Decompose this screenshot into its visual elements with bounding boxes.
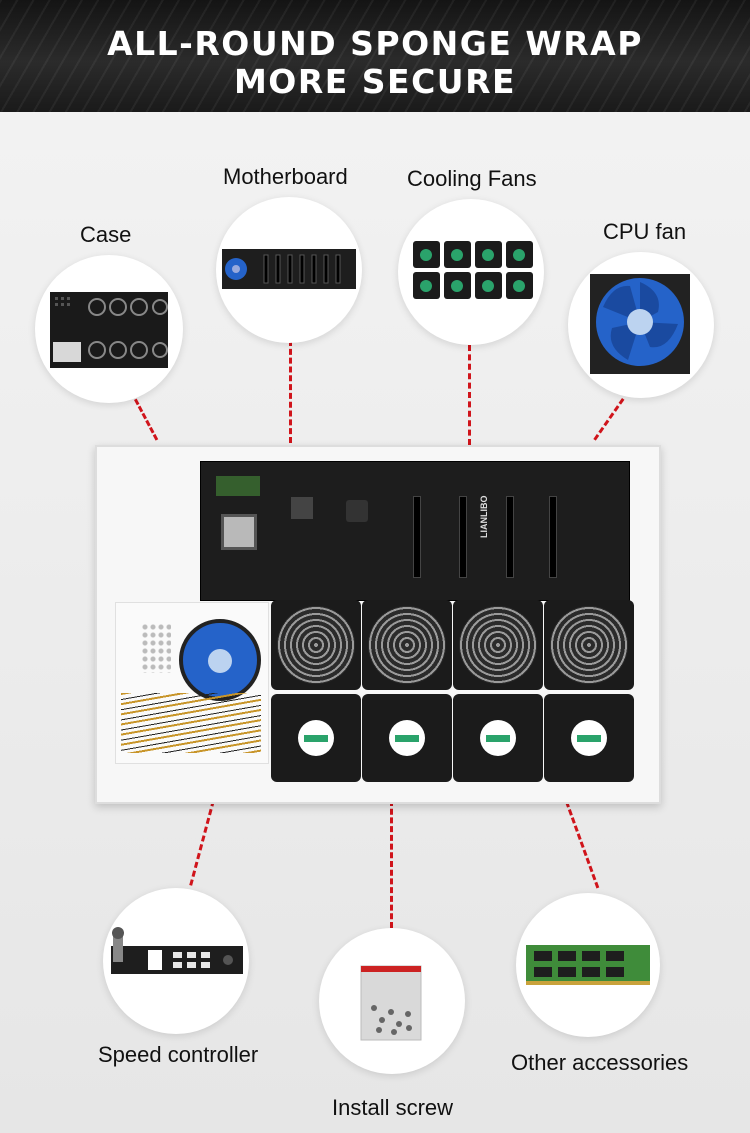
label-case: Case	[80, 222, 132, 247]
screws	[141, 623, 171, 673]
other-accessories-image	[516, 893, 660, 1037]
board-brand: LIANLIBO	[479, 495, 489, 539]
pcie-slot	[413, 496, 421, 578]
header-banner: ALL-ROUND SPONGE WRAP MORE SECURE	[0, 0, 750, 112]
label-cpu-fan: CPU fan	[603, 219, 687, 244]
fan-grill	[271, 600, 361, 690]
connector-motherboard	[289, 340, 292, 443]
install-screw-image	[319, 928, 465, 1074]
label-other-accessories: Other accessories	[511, 1050, 689, 1075]
speed-controller-image	[103, 888, 249, 1034]
headline-line-1: ALL-ROUND SPONGE WRAP	[107, 24, 643, 63]
ram-module-illustration	[526, 945, 650, 985]
fan-grill	[453, 600, 543, 690]
cooling-fans-image	[398, 199, 544, 345]
cpu-fan-illustration	[590, 274, 690, 374]
case-illustration	[50, 292, 168, 368]
motherboard: LIANLIBO	[200, 461, 630, 601]
connector-cooling-fans	[468, 345, 471, 445]
cooling-fans-illustration	[413, 241, 533, 299]
chipset	[291, 497, 313, 519]
pcie-slot	[506, 496, 514, 578]
label-motherboard: Motherboard	[223, 164, 348, 189]
label-speed-controller: Speed controller	[98, 1042, 259, 1067]
connector-install-screw	[390, 800, 393, 928]
pcie-slot	[459, 496, 467, 578]
fan	[453, 694, 543, 782]
speed-controller-illustration	[111, 927, 243, 974]
fan-grill	[362, 600, 452, 690]
accessory-compartment	[115, 602, 269, 764]
cpu-socket	[221, 514, 257, 550]
fan	[362, 694, 452, 782]
fan-grill	[544, 600, 634, 690]
install-screw-illustration	[360, 965, 422, 1041]
heatsink	[346, 500, 368, 522]
headline-line-2: MORE SECURE	[233, 62, 517, 101]
pcie-slot	[549, 496, 557, 578]
case-image	[35, 255, 183, 403]
motherboard-illustration	[222, 249, 356, 289]
label-cooling-fans: Cooling Fans	[407, 166, 537, 191]
motherboard-image	[216, 197, 362, 343]
ram-stick	[216, 476, 260, 496]
cpu-fan-hub	[208, 649, 232, 673]
fan	[544, 694, 634, 782]
fan	[271, 694, 361, 782]
cables	[121, 693, 261, 753]
label-install-screw: Install screw	[332, 1095, 454, 1120]
cpu-fan-image	[568, 252, 714, 398]
